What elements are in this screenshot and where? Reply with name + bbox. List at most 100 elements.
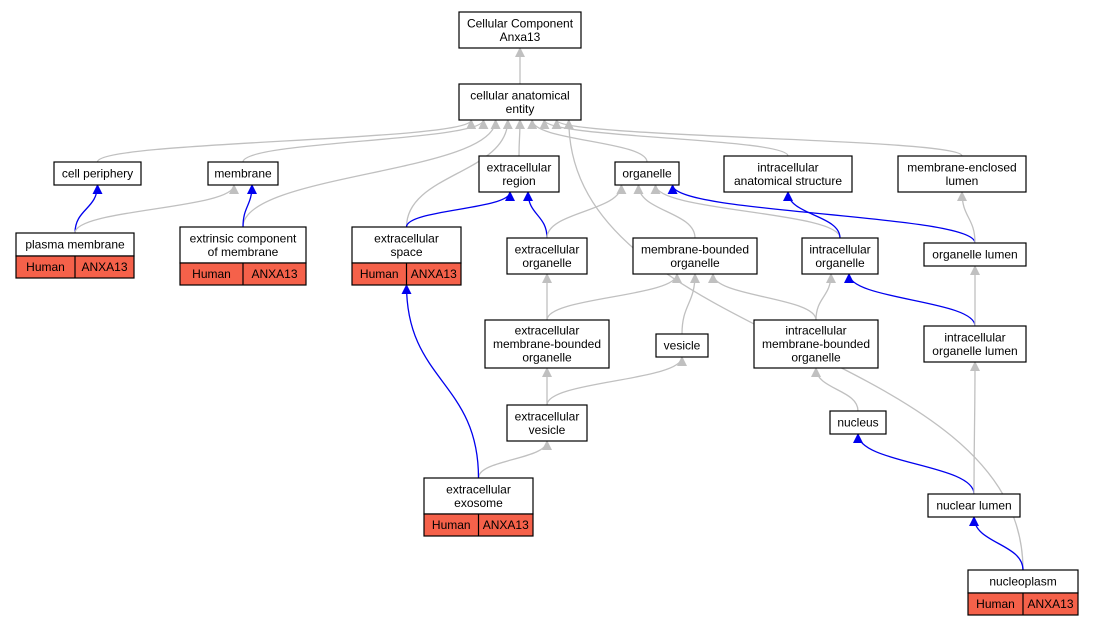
edge-extreg-is_a-cae [514,119,525,157]
term-box [478,155,560,193]
term-box [753,319,879,369]
term-box [614,161,680,186]
edge-nl-part_of-nucleus [853,433,975,495]
term-label: intracellular [785,324,846,338]
annotation-gene: ANXA13 [1027,597,1073,611]
term-label: of membrane [208,245,279,259]
edge-ecm-is_a-cae [242,119,501,228]
term-label: organelle lumen [932,248,1017,262]
term-box [927,493,1021,518]
edges [74,47,1024,571]
term-label: intracellular [757,160,818,174]
edge-io-is_a-organelle [650,184,841,239]
term-label: lumen [946,174,979,188]
annotation-species: Human [26,260,65,274]
term-box [655,333,709,358]
term-label: organelle [815,256,865,270]
term-label: membrane [214,167,272,181]
term-label: membrane-bounded [641,242,749,256]
edge-ecm-part_of-membrane [242,184,257,228]
term-box [632,237,758,275]
edge-imbo-is_a-mbo [708,273,817,321]
term-label: membrane-bounded [762,337,870,351]
annotation-gene: ANXA13 [81,260,127,274]
edge-pm-part_of-cellper [74,184,103,234]
edge-nucleus-is_a-imbo [811,367,859,412]
term-label: cell periphery [62,167,133,181]
edge-cellper-is_a-cae [96,119,477,163]
term-box [506,404,588,442]
edge-eo-part_of-extreg [523,191,548,239]
term-label: space [390,245,422,259]
annotation-gene: ANXA13 [483,518,529,532]
term-label: organelle [522,351,572,365]
annotation-species: Human [192,267,231,281]
term-label: nucleoplasm [989,575,1056,589]
term-label: nucleus [837,416,878,430]
term-label: extracellular [487,160,552,174]
term-label: extracellular [374,231,439,245]
annotation-gene: ANXA13 [411,267,457,281]
term-label: organelle [791,351,841,365]
term-label: organelle [522,256,572,270]
term-node-ol[interactable]: organelle lumen [923,242,1027,267]
term-node-organelle[interactable]: organelle [614,161,680,186]
term-box [458,11,582,49]
term-label: intracellular [809,242,870,256]
term-label: cellular anatomical [470,88,569,102]
term-box [458,83,582,121]
term-box [506,237,588,275]
term-label: intracellular [944,330,1005,344]
edge-eo-is_a-organelle [546,184,627,239]
term-label: exosome [454,496,503,510]
edge-ol-is_a-mel [957,191,976,244]
term-node-cellper[interactable]: cell periphery [53,161,142,186]
term-label: entity [506,102,535,116]
term-label: extracellular [446,482,511,496]
term-node-nucleus[interactable]: nucleus [829,410,887,435]
term-box [179,226,307,264]
edge-membrane-is_a-cae [242,119,489,163]
term-box [829,410,887,435]
term-node-vesicle[interactable]: vesicle [655,333,709,358]
edge-es-is_a-cae [405,119,513,228]
term-label: region [502,174,535,188]
annotation-species: Human [360,267,399,281]
annotation-gene: ANXA13 [251,267,297,281]
term-label: organelle lumen [932,344,1017,358]
term-label: plasma membrane [25,238,125,252]
edge-vesicle-is_a-mbo [681,273,700,335]
term-label: organelle [622,167,672,181]
edge-ol-part_of-organelle [667,184,976,244]
term-node-nl[interactable]: nuclear lumen [927,493,1021,518]
edge-mel-is_a-cae [551,119,963,157]
edge-es-part_of-extreg [405,191,515,228]
edge-organelle-is_a-cae [527,119,648,163]
term-label: Cellular Component [467,16,574,30]
term-label: extracellular [515,242,580,256]
edge-np-part_of-nl [969,516,1024,571]
term-node-membrane[interactable]: membrane [207,161,279,186]
term-box [484,319,610,369]
term-box [923,325,1027,363]
term-box [801,237,879,275]
